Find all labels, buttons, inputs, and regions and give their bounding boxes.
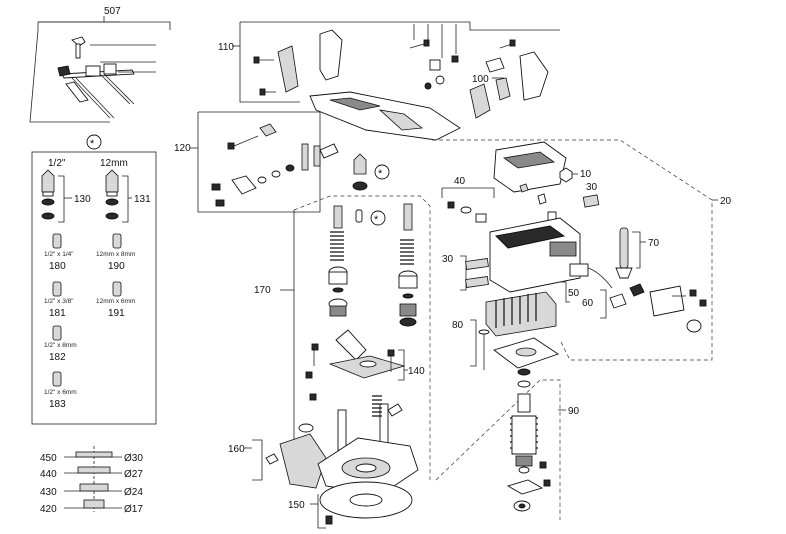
chip-guard	[265, 433, 327, 489]
callout-170: 170	[254, 285, 271, 296]
motor-housing	[489, 217, 581, 293]
reducer-sleeves	[52, 233, 122, 387]
nut-10	[559, 167, 573, 183]
switch-parts	[424, 51, 549, 119]
kit-item-size-182: 1/2" x 8mm	[44, 342, 77, 349]
dust-extractor	[328, 329, 406, 379]
sub-base	[319, 481, 413, 525]
callout-30-upper: 30	[586, 182, 598, 193]
armature-icon	[510, 368, 538, 474]
field-coil	[485, 291, 557, 337]
group-20-motor: 20 10 30 40 30	[432, 139, 732, 370]
guide-rods	[57, 63, 135, 119]
screw-icon	[253, 39, 516, 96]
group-507-parallel-guide: 507	[29, 6, 171, 123]
ring-diameter-420: Ø17	[124, 504, 143, 515]
callout-110: 110	[218, 42, 234, 53]
ring-diameter-440: Ø27	[124, 469, 143, 480]
handle-left	[277, 29, 343, 93]
ring-number-440: 440	[40, 469, 57, 480]
callout-100: 100	[472, 74, 489, 85]
callout-60: 60	[582, 298, 594, 309]
kit-item-number-191: 191	[108, 308, 125, 319]
ring-number-430: 430	[40, 487, 57, 498]
callout-507: 507	[104, 6, 121, 17]
kit-item-size-191: 12mm x 6mm	[96, 298, 135, 305]
callout-40: 40	[454, 176, 466, 187]
ring-diameter-430: Ø24	[124, 487, 143, 498]
kit-item-size-180: 1/2" x 1/4"	[44, 251, 74, 258]
kit-item-number-183: 183	[49, 399, 66, 410]
callout-90: 90	[568, 406, 580, 417]
callout-30-lower: 30	[442, 254, 454, 265]
callout-80: 80	[452, 320, 464, 331]
motor-cap	[493, 141, 567, 193]
special-symbol-lower: *	[374, 214, 379, 226]
group-central-columns: * * 170	[254, 153, 431, 480]
ring-number-420: 420	[40, 504, 57, 515]
ring-diameter-450: Ø30	[124, 453, 143, 464]
column-bushings	[328, 266, 418, 327]
switch-cable	[569, 263, 613, 289]
kit-item-number-190: 190	[108, 261, 125, 272]
kit-item-size-190: 12mm x 8mm	[96, 251, 135, 258]
special-symbol: *	[90, 138, 95, 150]
callout-130: 130	[74, 194, 91, 205]
collet-nut-center	[352, 153, 368, 223]
kit-item-size-181: 1/2" x 3/8"	[44, 298, 74, 305]
base-plate-icon	[317, 437, 419, 495]
callout-20: 20	[720, 196, 732, 207]
callout-160: 160	[228, 444, 245, 455]
kit-header-left: 1/2"	[48, 158, 66, 169]
kit-header-right: 12mm	[100, 158, 128, 169]
collet-icon	[41, 169, 119, 220]
knob-70	[615, 227, 633, 279]
ring-430: 430 Ø24	[40, 483, 143, 498]
kit-panel-frame	[31, 151, 157, 425]
ring-420: 420 Ø17	[40, 499, 143, 515]
kit-panel: * 1/2" 12mm 130 131 1/2" x 1/4	[31, 134, 157, 425]
spring-icon	[330, 203, 414, 265]
ring-440: 440 Ø27	[40, 466, 143, 480]
special-symbol-circle	[86, 134, 102, 150]
group-160-base: 160 150	[228, 433, 419, 529]
kit-item-number-181: 181	[49, 308, 66, 319]
brush-parts	[447, 183, 557, 223]
ring-450: 450 Ø30	[40, 451, 143, 464]
callout-150: 150	[288, 500, 305, 511]
depth-stop-parts	[211, 123, 339, 207]
callout-120: 120	[174, 143, 191, 154]
column-screws	[305, 343, 395, 401]
special-symbol-upper: *	[378, 168, 383, 180]
callout-70: 70	[648, 238, 660, 249]
callout-131: 131	[134, 194, 151, 205]
lower-bearing	[506, 461, 551, 512]
group-110-handle-assembly: 110	[218, 21, 560, 141]
kit-item-number-182: 182	[49, 352, 66, 363]
speed-control-parts	[609, 283, 707, 333]
group-120-depth-stop: 120	[174, 111, 339, 213]
kit-item-size-183: 1/2" x 6mm	[44, 389, 77, 396]
guide-rings: 450 Ø30 440 Ø27 430 Ø24 420 Ø17	[40, 446, 143, 515]
upper-housing	[309, 91, 461, 141]
callout-10: 10	[580, 169, 592, 180]
ring-number-450: 450	[40, 453, 57, 464]
group-90-armature: 90	[435, 368, 580, 520]
wing-nut-icon	[71, 36, 86, 59]
bearing-plate	[493, 337, 560, 369]
callout-140: 140	[408, 366, 425, 377]
callout-50: 50	[568, 288, 580, 299]
kit-item-number-180: 180	[49, 261, 66, 272]
